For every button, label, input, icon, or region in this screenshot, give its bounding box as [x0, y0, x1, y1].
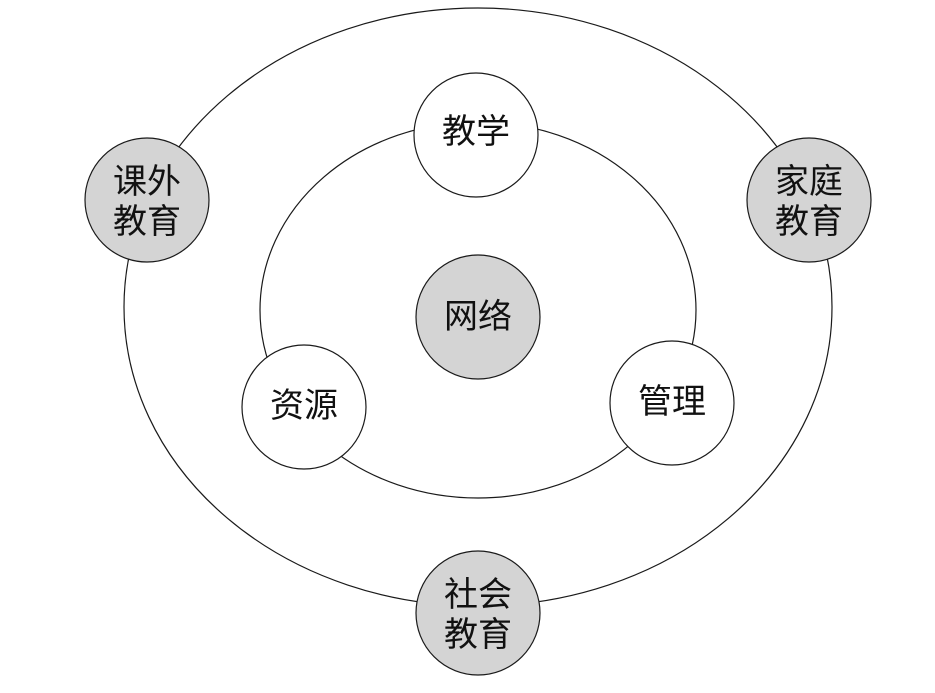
outer-node-left-circle — [84, 137, 210, 263]
inner-node-right-circle — [609, 340, 735, 466]
inner-node-top: 教学 — [413, 72, 539, 198]
outer-node-right-line1: 家庭 — [775, 162, 843, 202]
outer-node-bottom-line1: 社会 — [444, 575, 512, 615]
inner-node-right: 管理 — [609, 340, 735, 466]
inner-node-top-label: 教学 — [442, 112, 510, 152]
outer-node-right-line2: 教育 — [775, 202, 843, 242]
center-node-label: 网络 — [444, 297, 512, 337]
inner-node-top-circle — [413, 72, 539, 198]
outer-node-bottom-line2: 教育 — [444, 615, 512, 655]
outer-node-left-line1: 课外 — [113, 162, 181, 202]
inner-node-right-label: 管理 — [638, 382, 706, 422]
outer-node-right-circle — [746, 137, 872, 263]
outer-node-bottom-circle — [415, 550, 541, 676]
center-node-circle — [415, 254, 541, 380]
inner-node-left-circle — [241, 344, 367, 470]
outer-node-right: 家庭 教育 — [746, 137, 872, 263]
inner-node-left-label: 资源 — [270, 386, 338, 426]
center-node: 网络 — [415, 254, 541, 380]
outer-node-left-line2: 教育 — [113, 202, 181, 242]
inner-node-left: 资源 — [241, 344, 367, 470]
outer-node-bottom: 社会 教育 — [415, 550, 541, 676]
outer-node-left: 课外 教育 — [84, 137, 210, 263]
